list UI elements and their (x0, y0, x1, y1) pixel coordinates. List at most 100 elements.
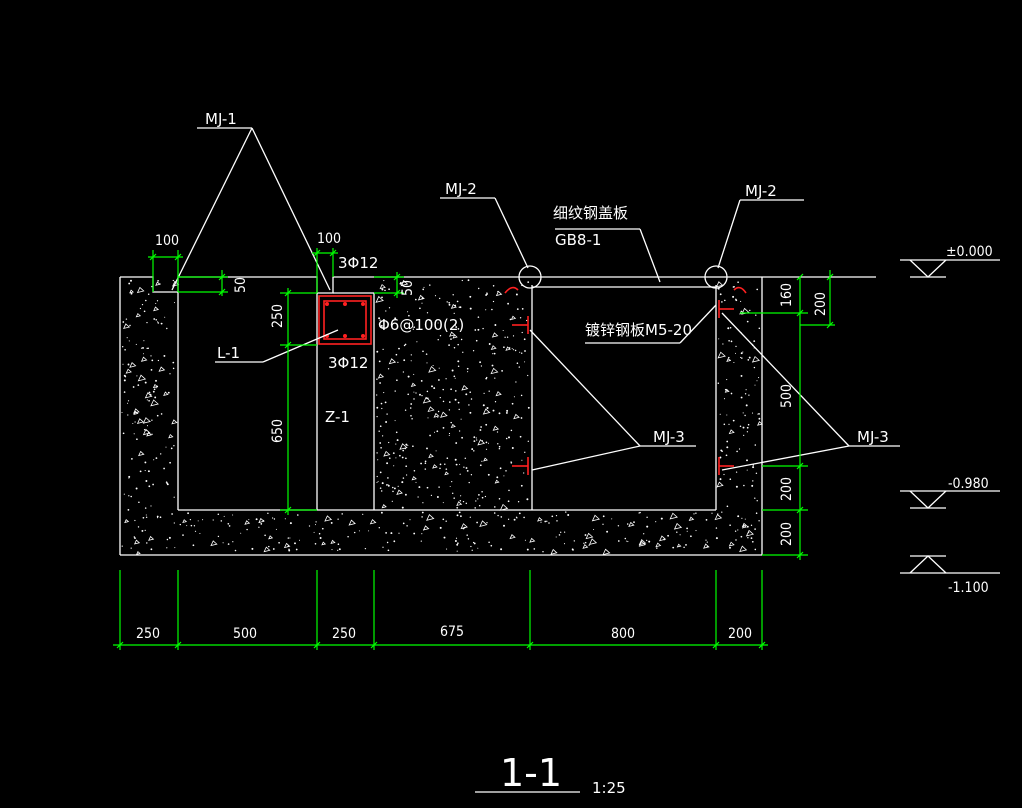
mj1-label: MJ-1 (205, 110, 237, 128)
hatch-dot (405, 465, 408, 468)
hatch-dot (379, 425, 382, 428)
hatch-dot (474, 329, 477, 331)
local-dimensions (148, 248, 404, 515)
hatch-dot (418, 486, 421, 489)
hatch-dot (693, 513, 695, 515)
hatch-dot (740, 374, 743, 377)
hatch-dot (758, 413, 760, 415)
hatch-dot (756, 288, 759, 291)
hatch-dot (131, 458, 133, 460)
elevation-pit-bottom: -0.980 (948, 476, 989, 492)
hatch-triangle (494, 479, 500, 484)
hatch-dot (474, 507, 476, 509)
hatch-dot (155, 302, 157, 305)
hatch-dot (482, 404, 485, 407)
hatch-dot (232, 541, 234, 543)
hatch-dot (268, 545, 270, 548)
hatch-dot (388, 441, 390, 444)
hatch-dot (485, 448, 488, 450)
notch-left-width: 100 (155, 233, 179, 249)
hatch-dot (460, 338, 463, 341)
hatch-dot (478, 494, 480, 496)
hatch-dot (454, 377, 456, 379)
hatch-dot (753, 340, 756, 342)
hatch-triangle (582, 544, 589, 549)
hatch-dot (758, 417, 761, 420)
hatch-dot (449, 486, 451, 487)
hatch-dot (143, 310, 146, 313)
hatch-triangle (510, 315, 517, 321)
hatch-dot (737, 281, 739, 283)
hatch-dot (655, 521, 657, 523)
hatch-dot (519, 435, 522, 438)
hatch-dot (556, 520, 558, 522)
hatch-triangle (741, 524, 747, 529)
hatch-dot (504, 336, 506, 338)
hatch-dot (728, 356, 730, 359)
hatch-triangle (739, 545, 748, 553)
hatch-dot (426, 390, 429, 393)
hatch-dot (480, 365, 483, 367)
hatch-dot (147, 293, 150, 295)
hatch-dot (152, 483, 154, 486)
hatch-dot (419, 393, 421, 396)
hatch-dot (437, 339, 439, 341)
hatch-triangle (348, 519, 356, 526)
hatch-dot (173, 522, 175, 524)
hatch-dot (735, 345, 737, 348)
hatch-triangle (726, 358, 732, 362)
embedded-parts (504, 286, 747, 475)
hatch-dot (429, 434, 431, 437)
hatch-dot (705, 539, 707, 541)
hatch-dot (187, 512, 189, 515)
hatch-dot (246, 528, 248, 531)
hatch-dot (383, 280, 385, 282)
hatch-dot (426, 447, 428, 450)
hatch-triangle (444, 471, 450, 476)
hatch-dot (755, 314, 757, 316)
hatch-triangle (728, 429, 735, 435)
hatch-dot (515, 381, 517, 383)
hatch-dot (744, 393, 747, 395)
hatch-dot (410, 415, 412, 417)
hatch-dot (313, 531, 315, 533)
hatch-dot (154, 396, 157, 399)
hatch-dot (724, 299, 726, 302)
hatch-dot (482, 327, 484, 330)
hatch-dot (392, 490, 394, 493)
hatch-dot (122, 363, 124, 365)
hatch-triangle (383, 450, 391, 457)
hatch-triangle (375, 295, 384, 303)
hatch-dot (746, 431, 749, 433)
hatch-dot (465, 393, 468, 396)
hatch-dot (173, 445, 175, 447)
hatch-dot (475, 500, 477, 502)
hatch-dot (565, 511, 567, 513)
hatch-dot (130, 279, 132, 282)
hatch-dot (422, 529, 425, 531)
hatch-dot (663, 538, 665, 541)
hatch-dot (424, 462, 427, 464)
hatch-dot (656, 547, 658, 549)
hatch-dot (166, 538, 169, 541)
hatch-dot (128, 495, 130, 497)
elevation-ground: ±0.000 (946, 244, 993, 260)
hatch-dot (726, 440, 729, 443)
hatch-dot (478, 287, 480, 290)
hatch-dot (396, 379, 398, 382)
hatch-triangle (136, 418, 145, 424)
hatch-triangle (751, 355, 761, 363)
hatch-dot (456, 543, 459, 546)
hatch-dot (533, 548, 536, 550)
hatch-dot (524, 539, 526, 541)
hatch-dot (726, 446, 729, 449)
hatch-dot (470, 474, 473, 476)
hatch-dot (748, 532, 750, 534)
hatch-dot (494, 506, 496, 508)
hatch-dot (754, 548, 757, 551)
hatch-dot (542, 550, 544, 553)
hatch-dot (515, 293, 518, 296)
hatch-dot (448, 301, 451, 304)
hatch-triangle (688, 516, 695, 522)
hatch-dot (740, 356, 742, 358)
